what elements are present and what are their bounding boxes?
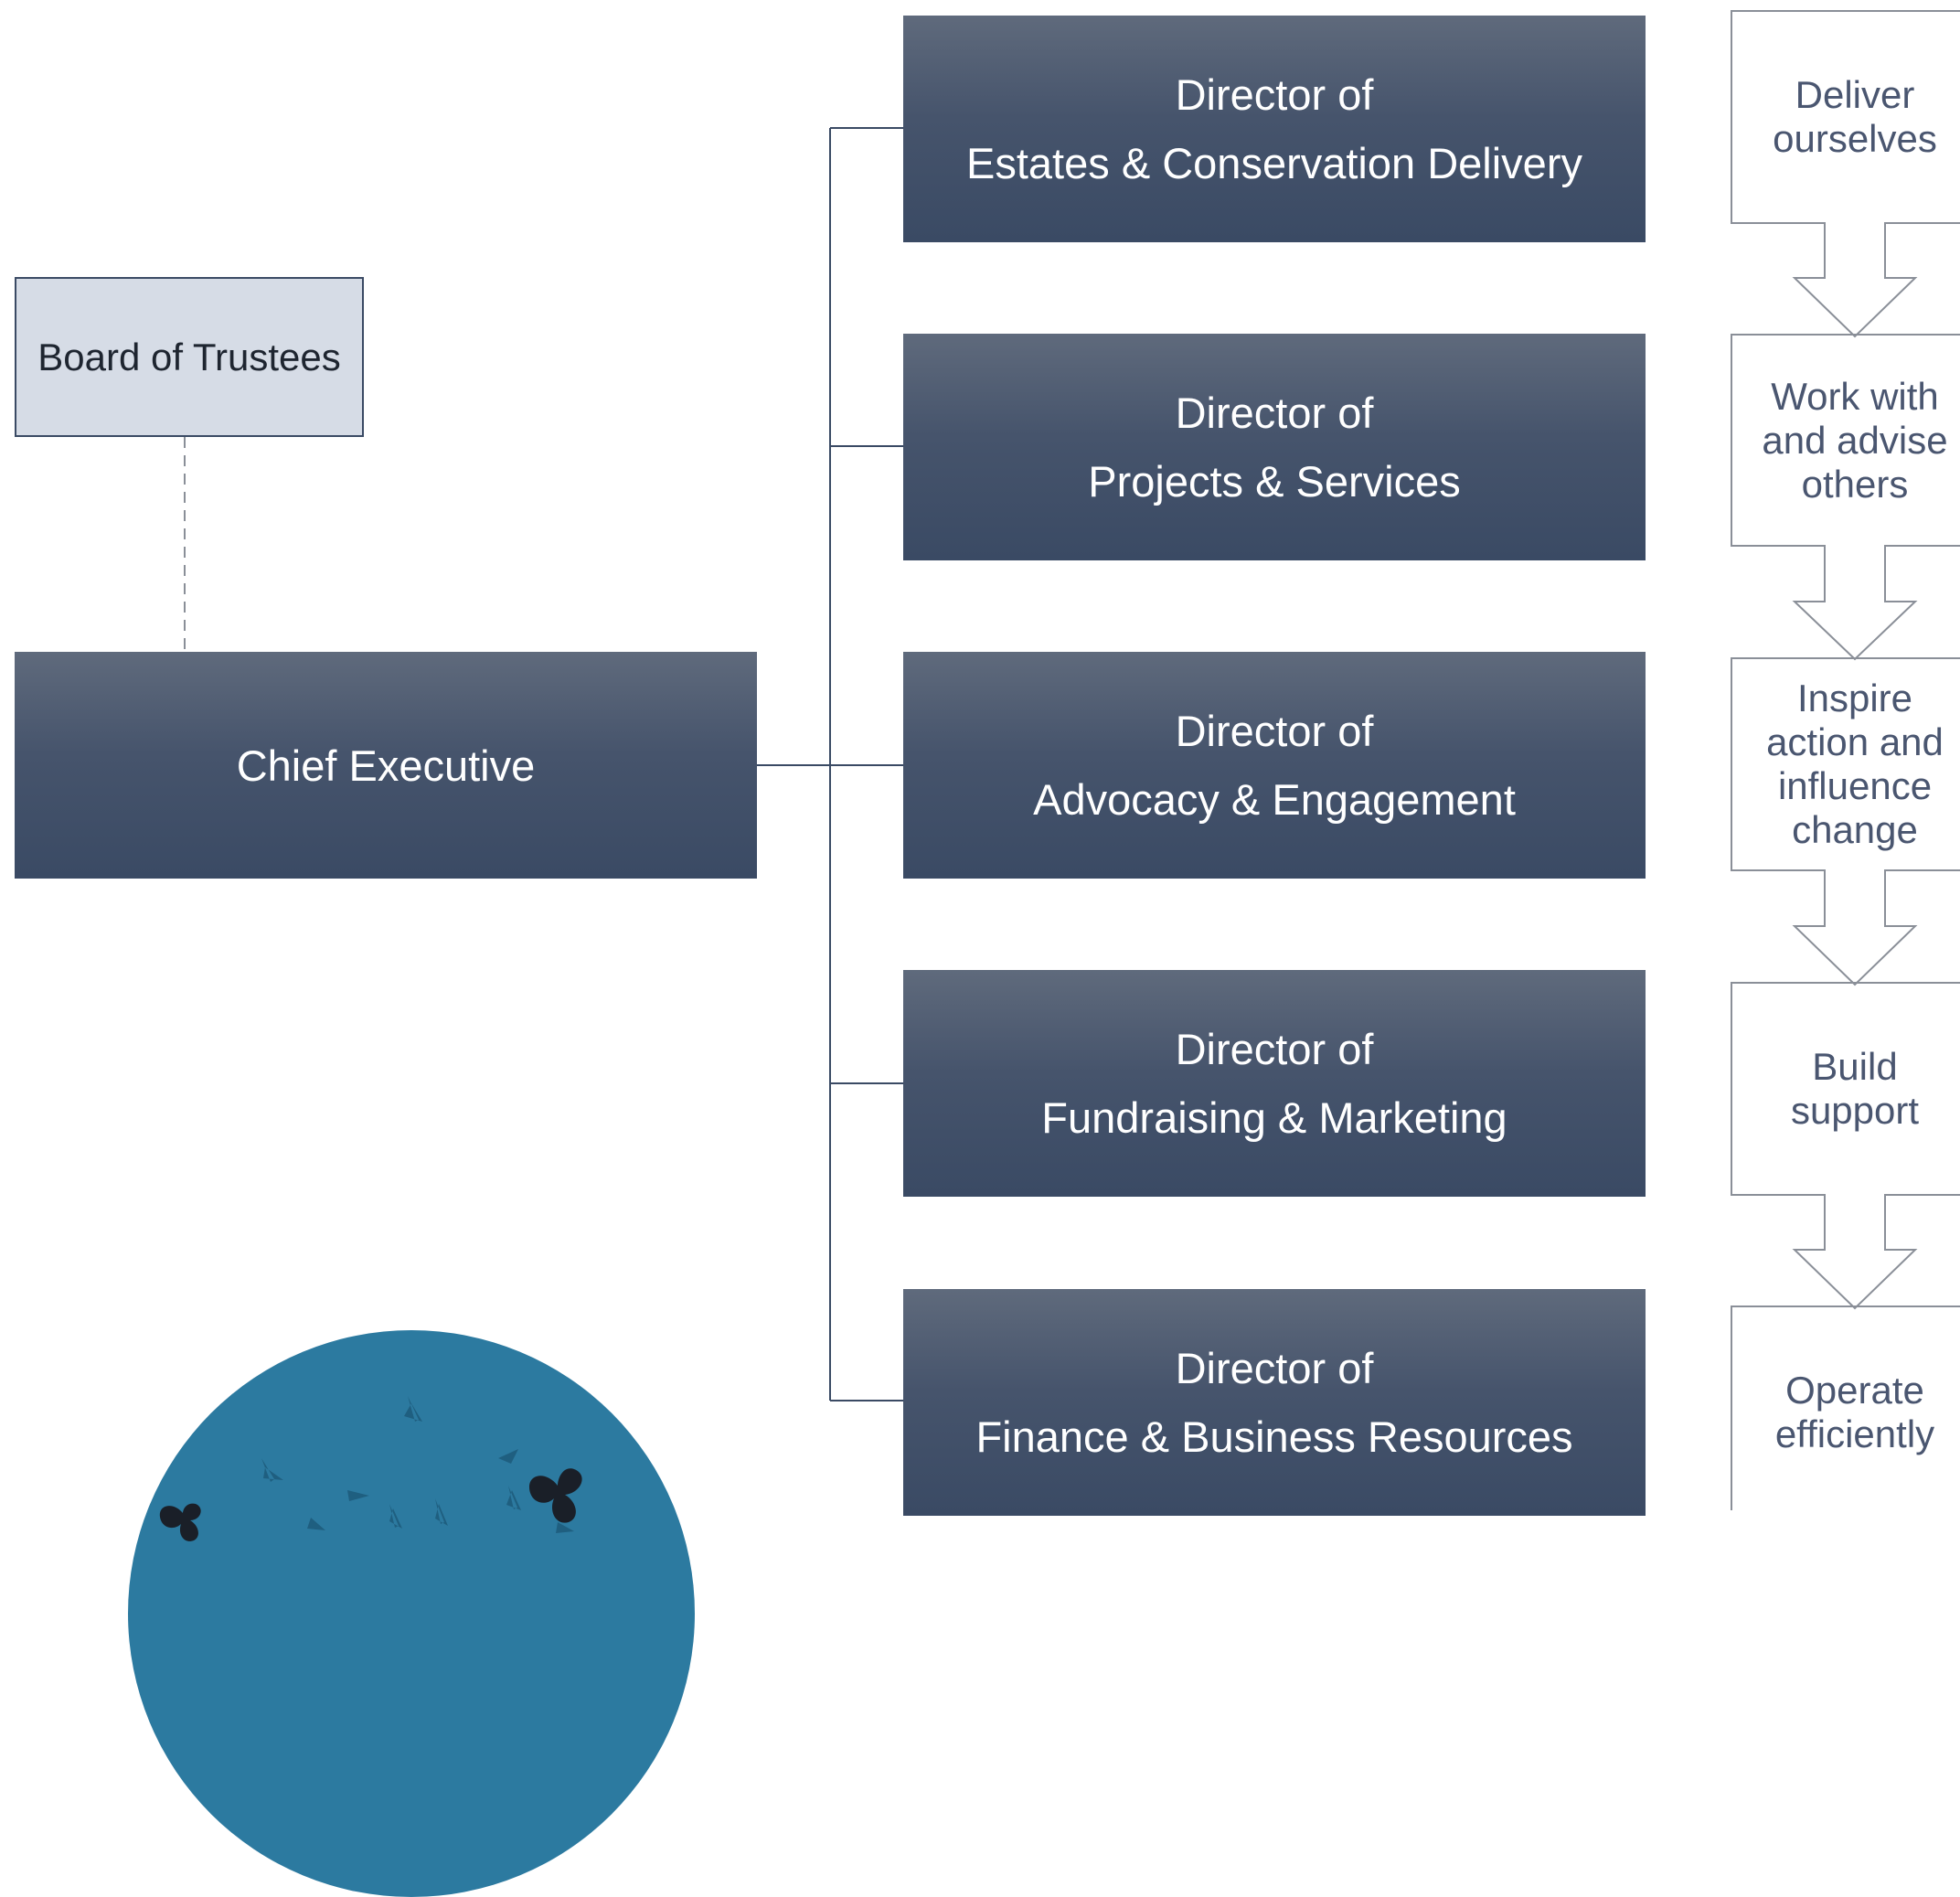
- director-projects-box: Director of Projects & Services: [903, 334, 1646, 560]
- process-step-line: Work with: [1771, 374, 1939, 418]
- process-step-operate: Operate efficiently: [1731, 1306, 1960, 1519]
- director-title: Director of: [1175, 70, 1374, 119]
- board-of-trustees-box: Board of Trustees: [15, 277, 364, 437]
- process-step-line: action and: [1766, 720, 1944, 763]
- process-step-line: Operate: [1785, 1369, 1924, 1412]
- bird-flock-logo: [128, 1330, 695, 1897]
- process-step-build-support: Build support: [1731, 983, 1960, 1195]
- director-title: Director of: [1175, 389, 1374, 437]
- process-arrow-3: [1731, 657, 1960, 986]
- director-department: Projects & Services: [1088, 457, 1461, 506]
- board-of-trustees-label: Board of Trustees: [37, 335, 341, 378]
- process-step-line: others: [1801, 462, 1909, 506]
- director-title: Director of: [1175, 707, 1374, 755]
- process-step-line: influence: [1777, 764, 1933, 807]
- process-step-line: efficiently: [1774, 1412, 1935, 1455]
- director-department: Finance & Business Resources: [975, 1412, 1573, 1461]
- director-fundraising-box: Director of Fundraising & Marketing: [903, 970, 1646, 1197]
- director-finance-box: Director of Finance & Business Resources: [903, 1289, 1646, 1516]
- process-step-line: and advise: [1762, 418, 1948, 462]
- process-arrow-1: [1731, 10, 1960, 338]
- chief-executive-box: Chief Executive: [15, 652, 757, 879]
- process-step-line: Deliver: [1795, 73, 1915, 116]
- process-arrow-2: [1731, 334, 1960, 661]
- connector-lines: [184, 10, 1960, 1510]
- director-department: Advocacy & Engagement: [1033, 775, 1516, 824]
- process-step-line: Inspire: [1796, 677, 1913, 719]
- process-step-line: support: [1790, 1089, 1920, 1132]
- process-arrow-4: [1731, 982, 1960, 1310]
- process-step-inspire: Inspire action and influence change: [1731, 658, 1960, 870]
- director-department: Estates & Conservation Delivery: [966, 139, 1582, 187]
- process-step-line: Build: [1812, 1045, 1898, 1088]
- process-arrow-5: [1731, 1306, 1960, 1510]
- bird-flock-icon: [159, 1396, 582, 1541]
- process-step-line: change: [1792, 808, 1918, 851]
- director-advocacy-box: Director of Advocacy & Engagement: [903, 652, 1646, 879]
- chief-executive-label: Chief Executive: [236, 741, 536, 790]
- process-step-line: ourselves: [1773, 117, 1937, 160]
- director-title: Director of: [1175, 1025, 1374, 1073]
- process-step-work-with: Work with and advise others: [1731, 335, 1960, 546]
- director-department: Fundraising & Marketing: [1041, 1093, 1507, 1142]
- director-estates-box: Director of Estates & Conservation Deliv…: [903, 16, 1646, 242]
- director-title: Director of: [1175, 1344, 1374, 1392]
- process-step-deliver: Deliver ourselves: [1731, 11, 1960, 223]
